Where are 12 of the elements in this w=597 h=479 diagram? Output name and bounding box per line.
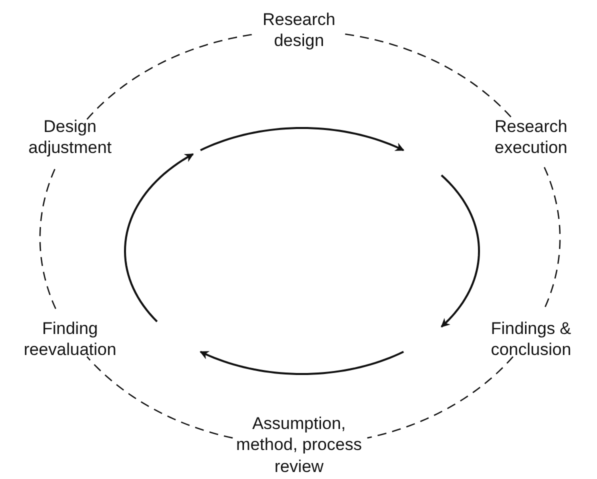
dashed-arc bbox=[345, 34, 514, 120]
step-label: Assumption, method, process review bbox=[229, 413, 369, 477]
step-label: Finding reevaluation bbox=[15, 318, 125, 360]
dashed-arc bbox=[86, 34, 255, 120]
dashed-arc bbox=[39, 166, 56, 310]
step-label: Findings & conclusion bbox=[478, 318, 584, 360]
step-label: Design adjustment bbox=[18, 116, 122, 158]
step-label: Research execution bbox=[481, 116, 581, 158]
dashed-arc bbox=[367, 356, 514, 439]
dashed-arc bbox=[544, 166, 561, 310]
dashed-arc bbox=[86, 356, 233, 439]
step-label: Research design bbox=[249, 8, 349, 52]
